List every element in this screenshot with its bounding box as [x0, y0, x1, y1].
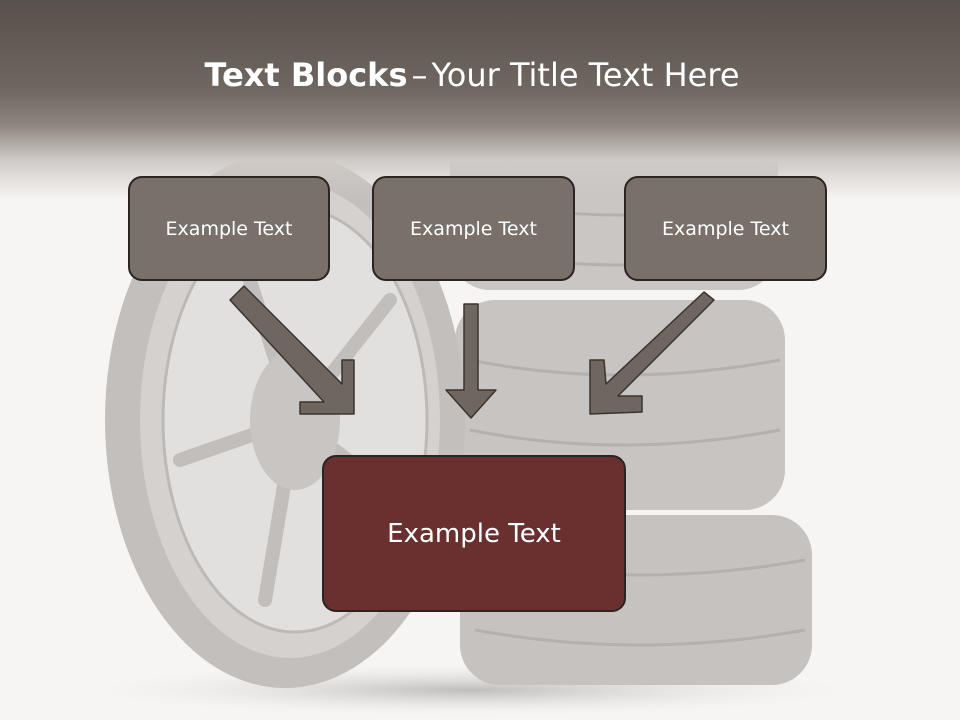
header-band	[0, 0, 960, 200]
arrow-left-diagonal	[229, 285, 355, 415]
example-text-box-right: Example Text	[624, 176, 827, 281]
box-right-label: Example Text	[662, 217, 789, 240]
slide-title: Text Blocks–Your Title Text Here	[0, 52, 944, 98]
example-text-box-bottom: Example Text	[322, 455, 626, 612]
example-text-box-left: Example Text	[128, 176, 330, 281]
title-dash: –	[411, 56, 428, 94]
box-center-label: Example Text	[410, 217, 537, 240]
box-left-label: Example Text	[165, 217, 293, 240]
arrow-right-diagonal	[589, 291, 715, 415]
box-bottom-label: Example Text	[387, 518, 561, 549]
title-bold: Text Blocks	[204, 56, 408, 94]
title-rest: Your Title Text Here	[431, 56, 740, 94]
arrow-center-down	[445, 303, 497, 419]
example-text-box-center: Example Text	[372, 176, 575, 281]
